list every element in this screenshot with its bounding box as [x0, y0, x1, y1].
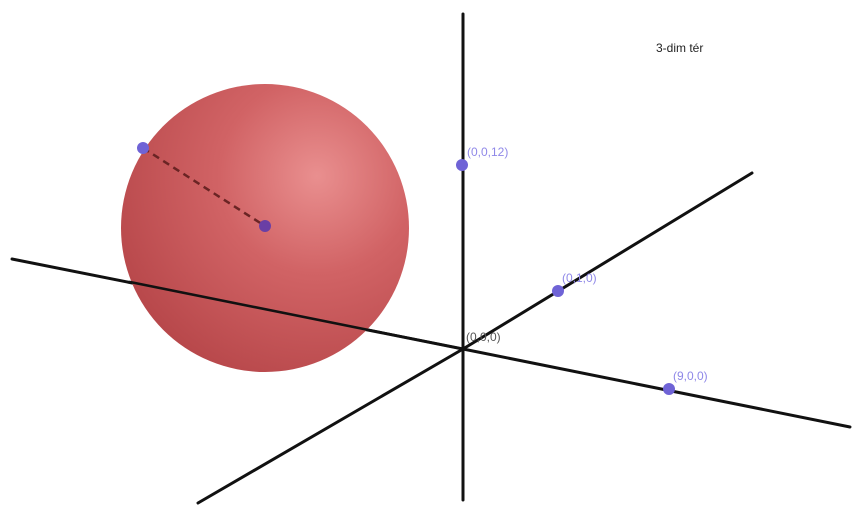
label-x-point: (9,0,0) [673, 369, 708, 383]
y-axis-line-negative[interactable] [196, 347, 465, 505]
point-y-axis[interactable] [552, 285, 564, 297]
point-x-axis[interactable] [663, 383, 675, 395]
radius-segment[interactable] [142, 146, 266, 228]
label-y-point: (0,1,0) [562, 271, 597, 285]
sphere-surface-point[interactable] [137, 142, 149, 154]
y-axis-line[interactable] [461, 171, 754, 351]
point-z-axis[interactable] [456, 159, 468, 171]
axis-line-left-over-sphere [128, 280, 465, 351]
view-title: 3-dim tér [656, 41, 704, 55]
label-origin: (0,0,0) [466, 330, 501, 344]
sphere-center-point[interactable] [259, 220, 271, 232]
label-z-point: (0,0,12) [467, 145, 508, 159]
x-axis-line[interactable] [461, 347, 852, 429]
